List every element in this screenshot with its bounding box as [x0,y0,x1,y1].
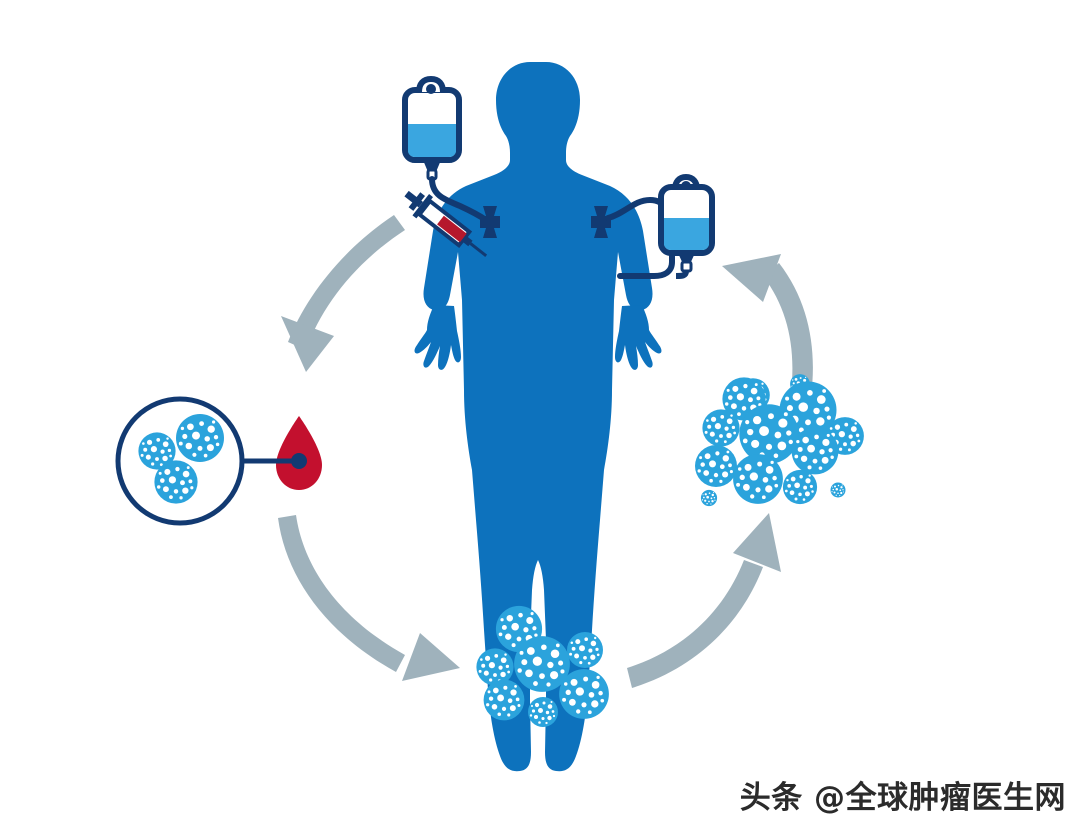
iv-bag-collection [591,173,715,279]
arrow-blood-to-expansion [278,515,460,681]
syringe [404,190,488,257]
syringe-fluid [437,215,467,243]
cell-magnifier-circle [115,396,245,526]
iv-port-left [480,206,500,238]
arrow-body-to-blood [281,215,405,372]
cycle-arrows [278,215,813,688]
watermark-text: 头条 @全球肿瘤医生网 [739,780,1066,816]
iv-bag-fluid-right [664,218,709,251]
iv-bag-fluid-left [408,124,456,158]
arrow-expansion-to-multiplied [627,513,781,688]
arrow-multiplied-to-infusion [722,254,813,403]
patient-silhouette [414,62,662,772]
iv-bag-infusion [402,75,500,238]
iv-port-right [591,206,611,238]
